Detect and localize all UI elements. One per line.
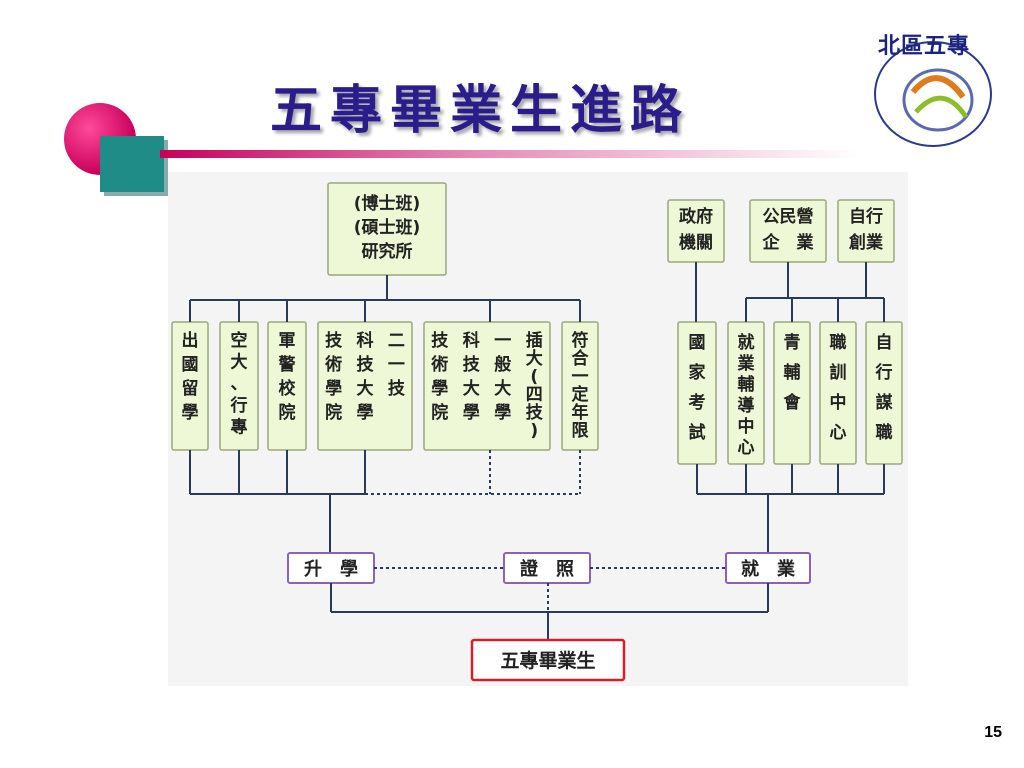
employment-path-label: 國家考試: [688, 333, 706, 443]
study-path-label: 軍警校院: [278, 331, 297, 423]
study-path-label: 科技大學: [357, 330, 375, 423]
logo-emblem: [874, 41, 992, 147]
graduate-school-line: (博士班): [354, 193, 421, 214]
decor-line: [160, 150, 860, 158]
employment-path-label: 就業輔導中心: [738, 332, 755, 458]
outcome-label: 機關: [679, 232, 713, 253]
hub-label-employment: 就 業: [741, 558, 796, 580]
slide-title: 五專畢業生進路: [270, 80, 691, 141]
study-path-label: 科技大學: [463, 330, 481, 423]
employment-path-label: 青輔會: [783, 332, 802, 413]
study-path-box: [423, 321, 551, 451]
outcome-label: 自行: [849, 206, 883, 227]
page-number: 15: [984, 724, 1002, 741]
study-path-label: 一般大學: [494, 331, 511, 423]
study-path-label: 插大(四技): [526, 330, 544, 441]
root-label: 五專畢業生: [500, 649, 595, 672]
study-path-label: 技術學院: [324, 330, 343, 423]
outcome-label: 企 業: [762, 232, 814, 253]
study-path-label: 符合一定年限: [572, 330, 590, 441]
hub-label-license: 證 照: [520, 558, 574, 580]
graduate-school-line: (碩士班): [354, 217, 421, 238]
outcome-label: 政府: [679, 206, 713, 227]
study-path-label: 技術學院: [430, 330, 449, 423]
graduate-school-line: 研究所: [362, 241, 413, 262]
decor-square: [100, 136, 164, 192]
outcome-label: 創業: [848, 232, 883, 253]
employment-path-label: 職訓中心: [830, 332, 847, 443]
hub-label-study: 升 學: [304, 559, 358, 580]
logo-text: 北區五專: [878, 33, 971, 59]
outcome-label: 公民營: [763, 206, 814, 227]
study-path-label: 空大、行專: [230, 330, 248, 437]
study-path-label: 二一技: [388, 331, 406, 399]
root-box: [470, 638, 626, 682]
study-path-label: 出國留學: [182, 330, 199, 423]
employment-path-label: 自行謀職: [875, 332, 894, 443]
